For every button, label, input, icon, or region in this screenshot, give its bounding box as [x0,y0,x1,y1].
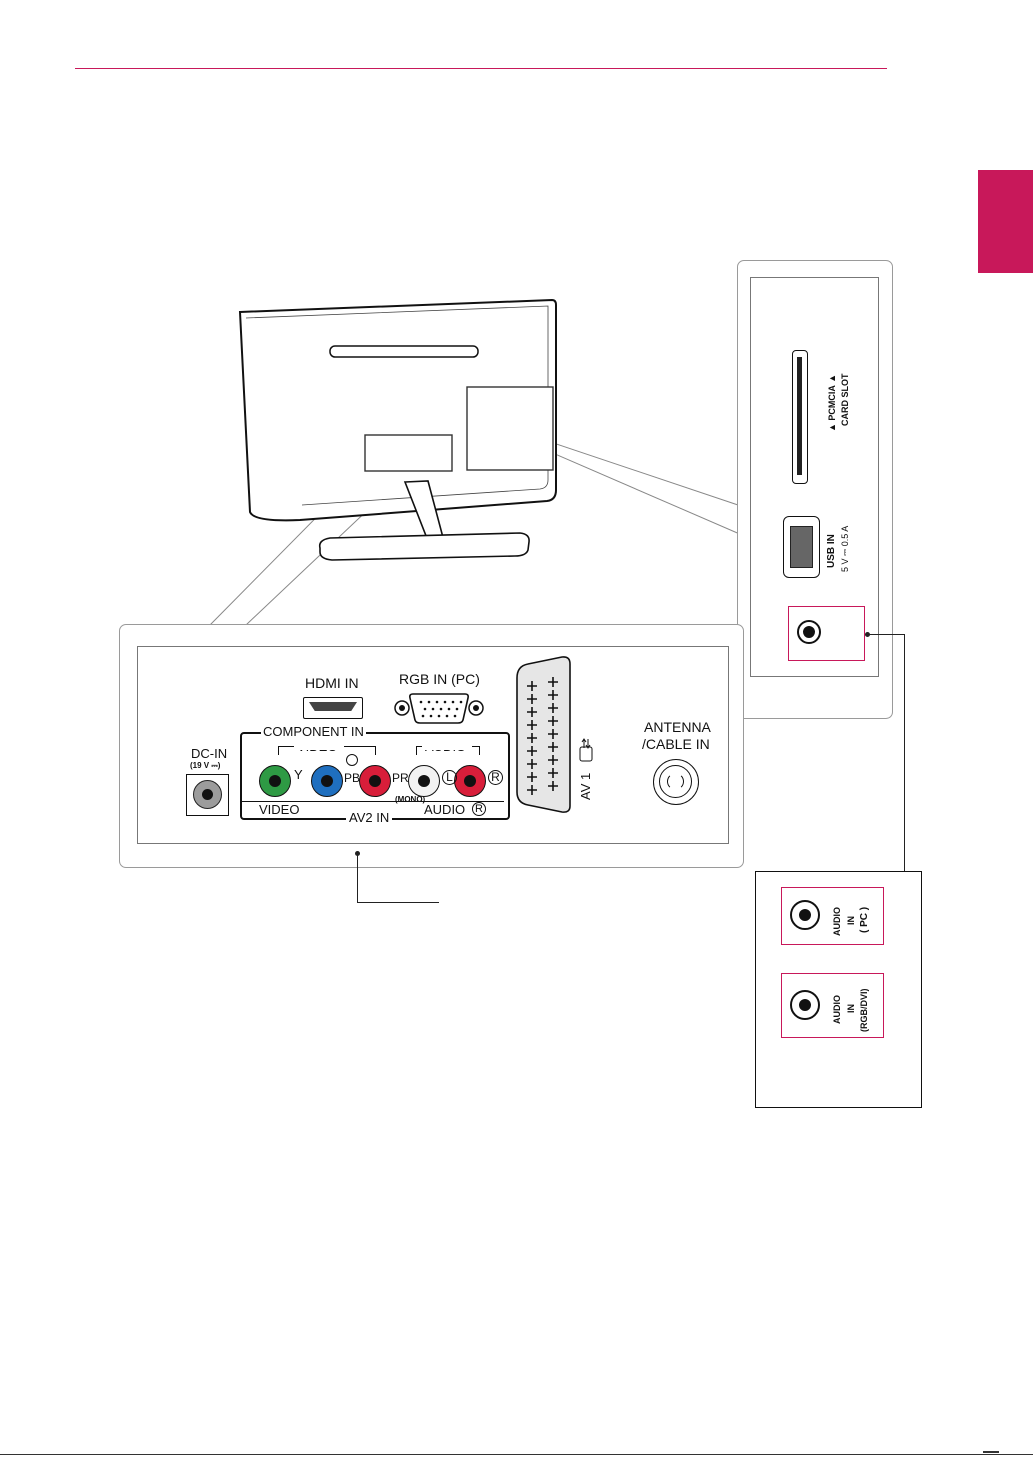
audio-in-pc-jack[interactable] [790,900,820,930]
component-pr-jack[interactable] [359,765,391,797]
audio-r-jack[interactable] [454,765,486,797]
dc-in-socket[interactable] [186,774,229,816]
component-y-jack[interactable] [259,765,291,797]
audio-in-rgb-dvi-jack[interactable] [790,990,820,1020]
vga-port[interactable] [393,690,485,726]
r-label: R [488,770,503,785]
dc-in-label: DC-IN [191,747,227,760]
hdmi-in-label: HDMI IN [305,676,359,690]
audio-pc-line1: AUDIO [832,907,843,936]
cable-in-label: /CABLE IN [642,737,710,751]
audio-dvi-line2: IN [846,1004,857,1013]
rear-wire-vertical [357,853,358,903]
component-in-label: COMPONENT IN [261,725,366,738]
mono-label: (MONO) [395,796,425,804]
audio-bracket-gap [422,742,472,750]
footer-mark [983,1451,999,1453]
r-bottom-label: R [472,802,486,816]
y-label: Y [294,768,303,781]
audio-pc-line2: IN [846,916,857,925]
usb-port[interactable] [783,516,820,578]
component-pb-jack[interactable] [311,765,343,797]
av1-label: AV 1 [578,773,594,800]
pb-label: PB [344,772,360,784]
pcmcia-label-line1: ▲ PCMCIA ▲ [827,374,838,432]
rgb-in-label: RGB IN (PC) [399,672,480,686]
pcmcia-label-line2: CARD SLOT [840,374,851,427]
av2-in-label: AV2 IN [346,811,392,824]
scart-av1-port[interactable] [514,656,572,814]
rear-wire-horizontal [357,902,439,903]
side-wire-vertical [904,634,905,872]
pr-label: PR [392,772,409,784]
audio-bottom-label: AUDIO [424,803,465,816]
antenna-cable-socket[interactable] [653,759,699,805]
footer-rule [0,1454,1033,1455]
small-indicator [346,754,358,766]
audio-dvi-line1: AUDIO [832,995,843,1024]
antenna-label: ANTENNA [644,720,711,734]
audio-pc-line3: ( PC ) [859,907,871,933]
audio-l-jack[interactable] [408,765,440,797]
hdmi-port[interactable] [303,697,363,719]
dc-rating-label: (19 V ⎓) [190,762,220,770]
usb-rating-label: 5 V ⎓ 0.5 A [840,526,851,572]
pcmcia-card-slot[interactable] [792,350,808,484]
video-bottom-label: VIDEO [259,803,299,816]
video-bracket-gap [294,742,344,750]
scart-direction-icon [578,738,594,762]
side-audio-jack[interactable] [797,620,821,644]
l-label: L [442,770,457,785]
usb-in-label: USB IN [826,534,838,568]
side-wire-horizontal [868,634,905,635]
audio-dvi-line3: (RGB/DVI) [859,989,870,1033]
